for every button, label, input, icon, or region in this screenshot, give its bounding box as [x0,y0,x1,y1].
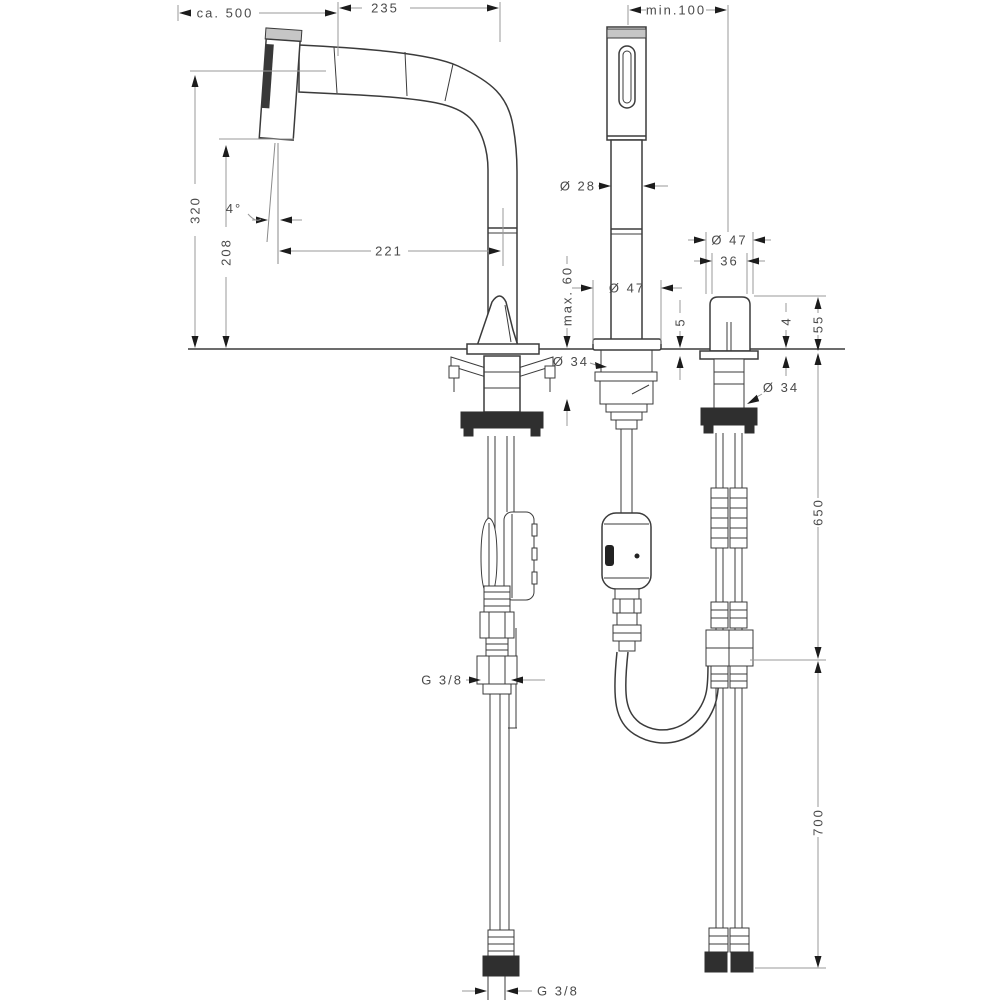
dim-hose-length-lower: 700 [811,808,826,836]
dim-spray-angle: 4° [226,201,242,216]
middle-view-spray-holder [592,26,720,744]
docked-spray-head [258,27,303,141]
dim-body-height-right: 55 [811,315,826,333]
dim-escutcheon-diameter-mid: Ø 47 [609,281,645,296]
dim-spout-reach: 235 [371,1,399,16]
dim-height-320: 320 [188,196,203,224]
dim-thread-bottom: G 3/8 [537,984,579,999]
dim-flange-height-right: 4 [779,316,794,325]
left-view-faucet [258,27,556,1000]
dimension-layer: ca. 500 235 min.100 320 208 [177,1,826,999]
dim-min-distance: min.100 [646,3,706,18]
right-view-valve-unit [699,296,759,973]
dim-hose-length-upper: 650 [811,498,826,526]
dim-reach-221: 221 [375,244,403,259]
dim-body-width-right: 36 [720,254,738,269]
dim-pullout-length: ca. 500 [197,6,254,21]
dim-flange-height-mid: 5 [673,317,688,326]
dim-body-diameter-right: Ø 47 [711,233,747,248]
dim-thread-mid: G 3/8 [421,673,463,688]
dim-max-counter-thickness: max. 60 [560,266,575,326]
dim-height-208: 208 [219,238,234,266]
dim-hole-diameter-mid: Ø 34 [553,354,589,369]
dim-spray-diameter: Ø 28 [560,179,596,194]
dim-hole-diameter-right: Ø 34 [763,380,799,395]
